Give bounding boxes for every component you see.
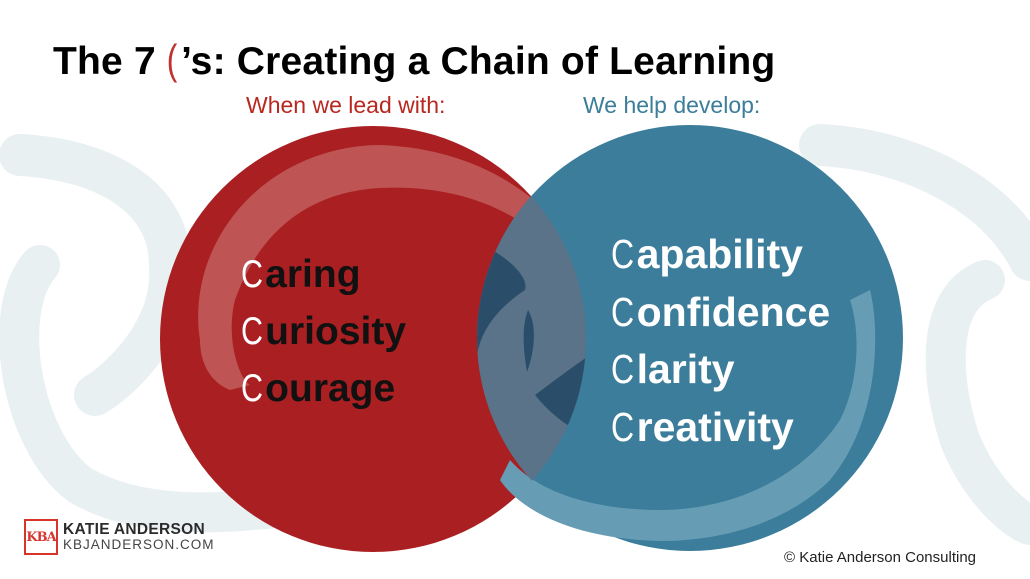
brand-logo: KBA KATIE ANDERSON KBJANDERSON.COM — [24, 519, 215, 555]
list-item-courage: Courage — [241, 367, 396, 410]
list-item-curiosity: Curiosity — [241, 310, 407, 353]
kba-monogram-icon: KBA — [24, 519, 58, 555]
c-logo-icon: ( — [166, 36, 178, 83]
copyright-text: © Katie Anderson Consulting — [784, 549, 977, 566]
left-circle-list: Caring Curiosity Courage — [241, 246, 406, 417]
right-circle — [477, 125, 903, 551]
right-heading: We help develop: — [583, 92, 761, 118]
right-circle-list: Capability Confidence Clarity Creativity — [611, 226, 830, 456]
list-item-confidence: Confidence — [611, 288, 831, 335]
left-heading: When we lead with: — [246, 92, 446, 118]
chain-link-background-icon — [0, 124, 1030, 545]
list-item-clarity: Clarity — [611, 346, 735, 392]
list-item-capability: Capability — [611, 231, 803, 277]
page-title: The 7 (’s: Creating a Chain of Learning — [53, 36, 776, 83]
list-item-caring: Caring — [241, 253, 361, 296]
list-item-creativity: Creativity — [611, 403, 794, 450]
brand-name: KATIE ANDERSON — [63, 521, 205, 538]
brand-url: KBJANDERSON.COM — [63, 537, 215, 552]
